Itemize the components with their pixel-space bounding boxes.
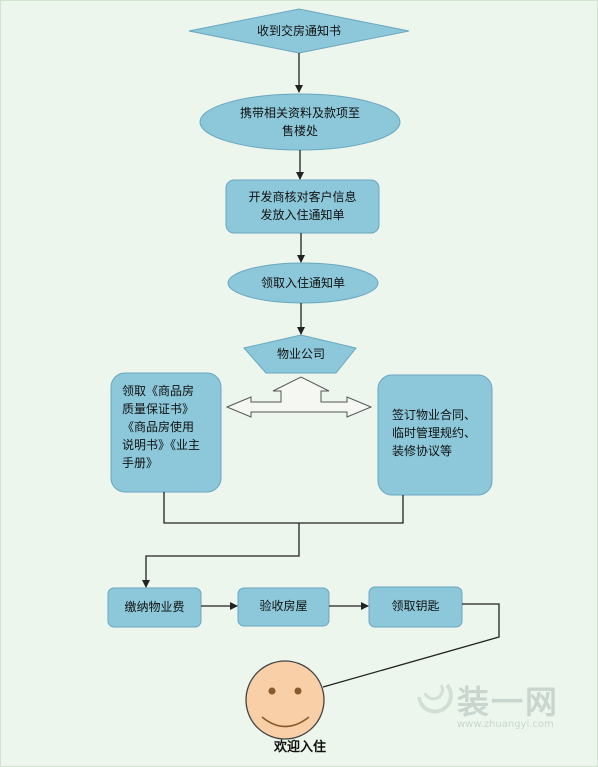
inspect-house-label: 验收房屋 (259, 599, 308, 613)
bring-materials-label: 携带相关资料及款项至 售楼处 (239, 106, 360, 138)
watermark-logo-icon (417, 683, 453, 714)
inspect-house-box (237, 587, 330, 627)
sign-contracts-label: 签订物业合同、 临时管理规约、 装修协议等 (392, 408, 477, 458)
get-notice-label: 领取入住通知单 (260, 276, 345, 290)
get-notice-ellipse (227, 262, 379, 304)
developer-check-label: 开发商核对客户信息 发放入住通知单 (248, 190, 357, 222)
get-documents-label: 领取《商品房 质量保证书》 《商品房使用 说明书》《业主 手册》 (122, 384, 201, 470)
property-company-label: 物业公司 (276, 347, 325, 361)
watermark-brand: 装一网 (457, 683, 560, 721)
get-documents-box (110, 372, 222, 493)
get-keys-label: 领取钥匙 (391, 599, 440, 613)
watermark-domain: www.zhuangyi.com (457, 719, 554, 730)
receive-notice-diamond (188, 8, 410, 54)
receive-notice-label: 收到交房通知书 (256, 24, 341, 38)
connector-keys-to-face (322, 603, 500, 688)
pay-fee-label: 缴纳物业费 (124, 600, 185, 614)
get-keys-box (368, 586, 463, 628)
double-arrow-connector (225, 376, 373, 418)
connector-merge (163, 492, 404, 524)
property-company-pentagon (243, 334, 357, 374)
pay-fee-box (107, 587, 202, 628)
connector-to-pay-fee (142, 523, 300, 588)
sign-contracts-box (377, 374, 493, 496)
welcome-caption: 欢迎入住 (273, 740, 326, 755)
smiley-face-icon (245, 660, 325, 740)
developer-check-box (225, 179, 380, 234)
